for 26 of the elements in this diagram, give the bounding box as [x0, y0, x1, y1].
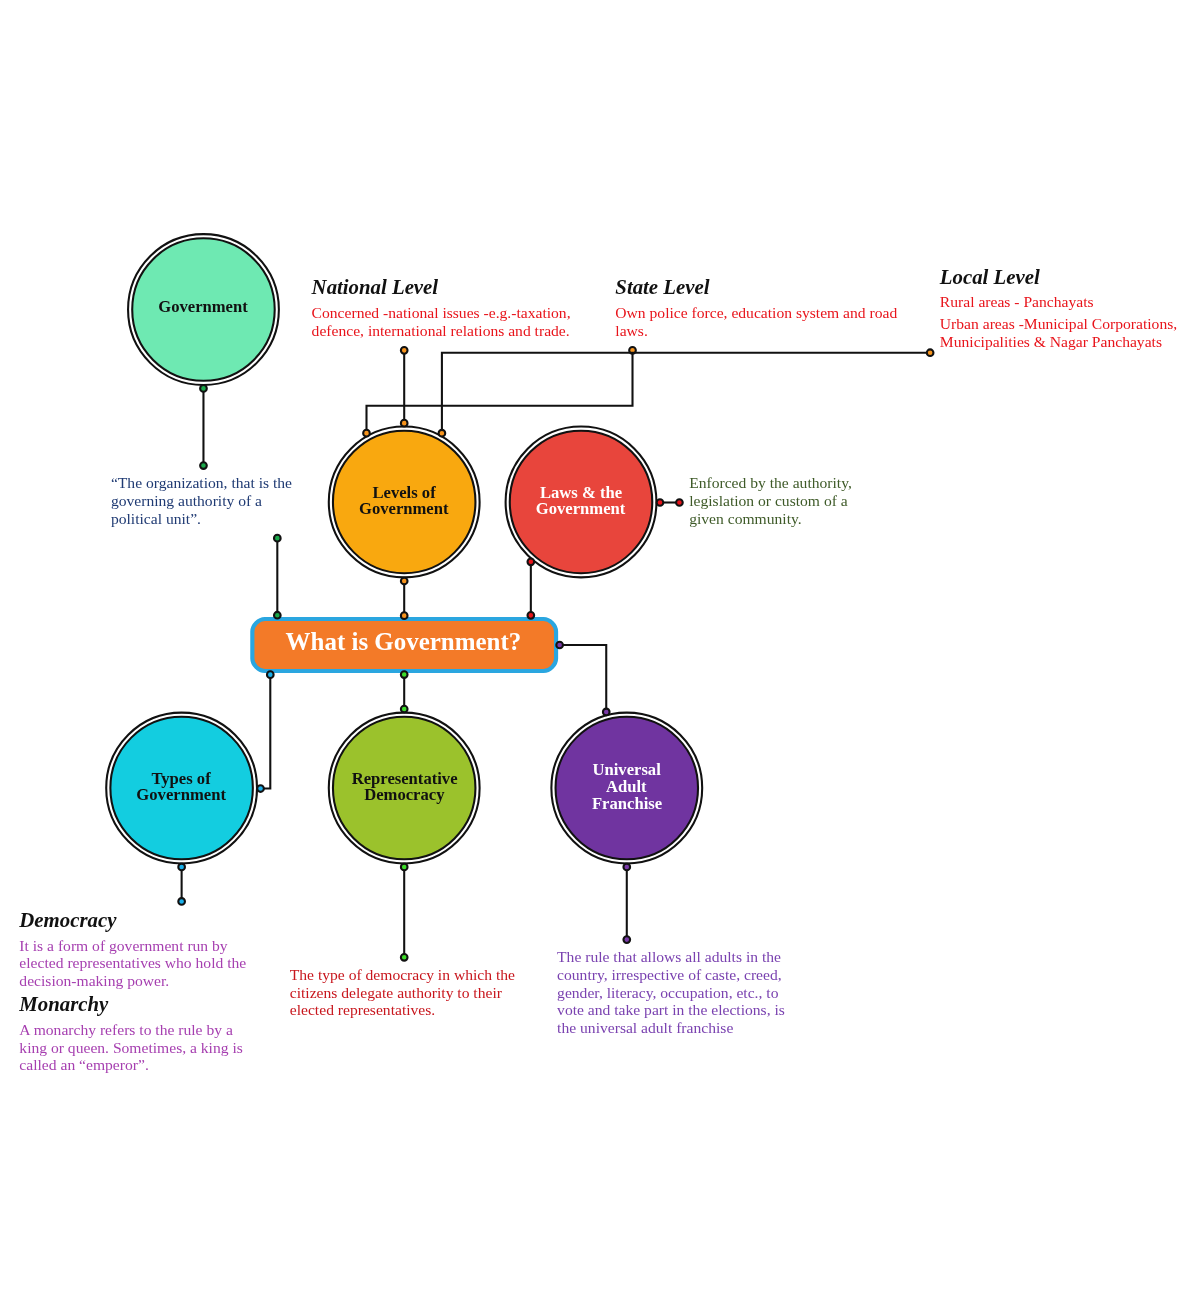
node-text: “The organization, that is the governing authority of a political unit”.: [110, 474, 293, 527]
connector: [177, 862, 186, 906]
node-circle: Laws & the Government: [504, 425, 658, 579]
node-circle: Universal Adult Franchise: [550, 711, 704, 865]
connector: [526, 557, 536, 620]
node-text: Democracy It is a form of government run by elected representatives who hold the decision-making power. Monarchy A monarchy refers to the rule by a king or queen. Sometimes, a king is called an “emperor”.: [19, 907, 247, 1074]
node-box: What is Government?: [250, 616, 559, 674]
connector: [555, 640, 611, 717]
connector: [399, 576, 409, 621]
node-text: State Level Own police force, education system and road laws.: [615, 274, 898, 339]
connector: [399, 670, 409, 714]
connector: [199, 384, 208, 470]
connector: [622, 862, 632, 944]
connector: [272, 533, 282, 620]
node-circle: Types of Government: [105, 711, 259, 865]
node-text: The rule that allows all adults in the country, irrespective of caste, creed, gender, literacy, occupation, etc., to vote and take part in the elections, is the universal adult franchise: [557, 948, 785, 1036]
node-text: Enforced by the authority, legislation or custom of a given community.: [689, 474, 852, 527]
connector: [399, 345, 409, 428]
node-circle: Government: [127, 233, 280, 386]
node-text: National Level Concerned -national issues -e.g.-taxation, defence, international relations and trade.: [311, 274, 571, 339]
node-text: Local Level Rural areas - Panchayats Urban areas -Municipal Corporations, Municipalities & Nagar Panchayats: [939, 264, 1178, 351]
connector: [256, 670, 275, 793]
connector: [655, 498, 684, 507]
connector: [399, 862, 409, 962]
node-circle: Representative Democracy: [327, 711, 481, 865]
node-text: The type of democracy in which the citizens delegate authority to their elected representatives.: [289, 965, 515, 1019]
